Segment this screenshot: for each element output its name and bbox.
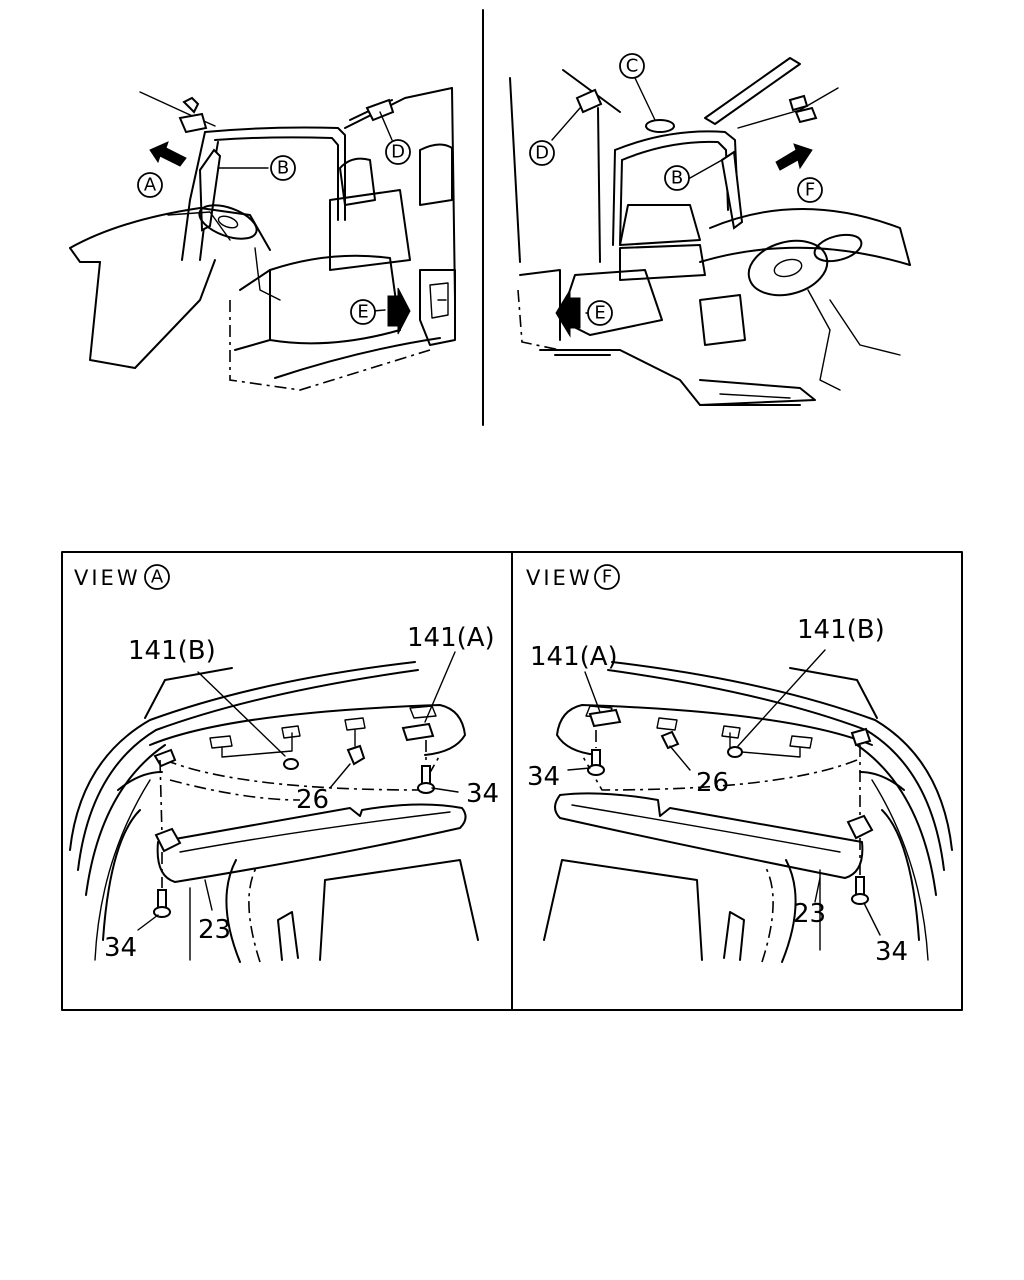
part-141a-label: 141(A) <box>530 642 618 672</box>
part-34-label-right: 34 <box>875 937 908 967</box>
callout-f: F <box>805 180 815 201</box>
callout-b: B <box>671 168 683 189</box>
cab-interior-left: A B D E <box>69 87 456 391</box>
part-23-label: 23 <box>198 915 231 945</box>
callout-e: E <box>594 303 605 324</box>
cab-interior-right: C D B F E <box>509 53 911 406</box>
view-f-title-callout: F <box>602 567 612 588</box>
view-f-title: VIEW <box>526 566 593 590</box>
callout-d: D <box>535 143 549 164</box>
view-a-title: VIEW <box>74 566 141 590</box>
callout-c: C <box>626 56 639 77</box>
callout-b: B <box>277 158 289 179</box>
part-23-label: 23 <box>793 899 826 929</box>
part-141b-label: 141(B) <box>797 615 885 645</box>
view-f: VIEW F <box>526 564 953 967</box>
callout-a: A <box>144 175 157 196</box>
part-34-label-left: 34 <box>527 762 560 792</box>
part-34-label-right: 34 <box>466 779 499 809</box>
part-141b-label: 141(B) <box>128 636 216 666</box>
view-a-title-callout: A <box>151 567 164 588</box>
part-26-label: 26 <box>696 768 729 798</box>
callout-e: E <box>357 302 368 323</box>
part-34-label-left: 34 <box>104 933 137 963</box>
callout-d: D <box>391 142 405 163</box>
view-a: VIEW A <box>69 564 499 963</box>
part-141a-label: 141(A) <box>407 623 495 653</box>
part-26-label: 26 <box>296 785 329 815</box>
